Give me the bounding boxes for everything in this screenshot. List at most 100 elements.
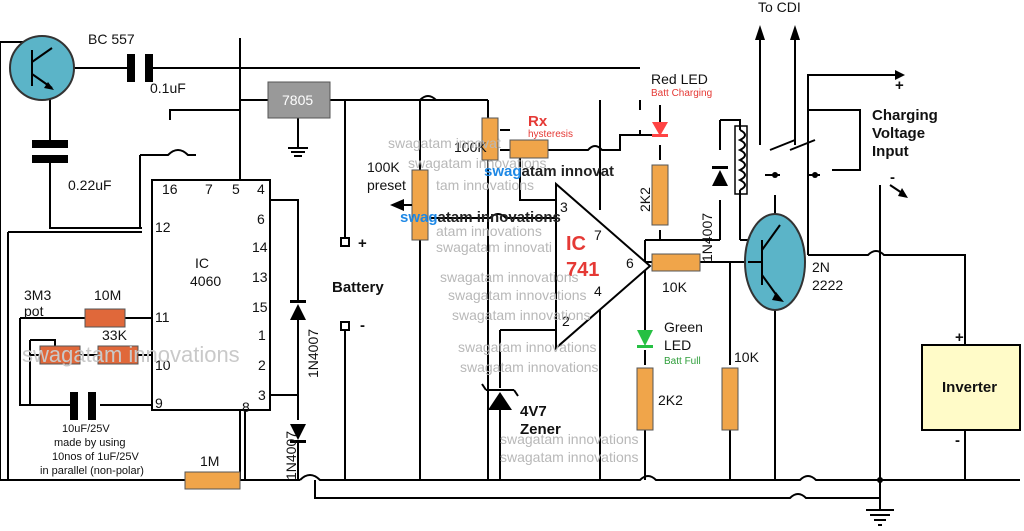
resistor-rx: Rx hysteresis xyxy=(509,113,573,159)
inverter-block: Inverter + - xyxy=(921,329,1021,449)
svg-text:4V7: 4V7 xyxy=(520,403,547,420)
svg-text:6: 6 xyxy=(257,211,265,227)
svg-text:-: - xyxy=(360,317,365,334)
svg-text:1: 1 xyxy=(258,327,266,343)
svg-text:Zener: Zener xyxy=(520,421,561,438)
svg-text:1M: 1M xyxy=(200,453,219,469)
svg-text:+: + xyxy=(955,329,964,346)
svg-text:swagatam innovations: swagatam innovations xyxy=(22,342,240,367)
svg-text:atam innovations: atam innovations xyxy=(436,223,542,239)
svg-text:Batt Charging: Batt Charging xyxy=(651,88,712,99)
ic-4060: IC 4060 16 7 5 4 12 6 14 13 11 15 1 10 2… xyxy=(151,179,271,415)
svg-text:Input: Input xyxy=(872,143,909,160)
capacitor-0-1uf: 0.1uF xyxy=(127,54,186,96)
resistor-2k2-upper: 2K2 xyxy=(637,164,669,226)
zener-4v7: 4V7 Zener xyxy=(481,383,561,480)
resistor-10k-base: 10K xyxy=(651,253,701,295)
svg-text:swagatam innovations: swagatam innovations xyxy=(408,155,547,171)
diode-1n4007-lower: 1N4007 xyxy=(283,424,306,480)
svg-text:2K2: 2K2 xyxy=(658,392,683,408)
svg-text:3: 3 xyxy=(560,199,568,215)
svg-text:-: - xyxy=(890,169,895,186)
relay: 1N4007 To CDI xyxy=(699,0,818,262)
green-led: Green LED Batt Full xyxy=(637,319,703,367)
svg-text:swagatam innovations: swagatam innovations xyxy=(460,359,599,375)
transistor-bc557: BC 557 xyxy=(9,31,135,101)
svg-text:swagatam innovat: swagatam innovat xyxy=(484,163,614,180)
svg-text:7: 7 xyxy=(594,227,602,243)
svg-text:741: 741 xyxy=(566,259,599,281)
inverter-label: Inverter xyxy=(942,379,997,396)
svg-text:hysteresis: hysteresis xyxy=(528,129,573,140)
resistor-100k: 100K xyxy=(454,117,499,161)
svg-text:10: 10 xyxy=(155,357,171,373)
svg-text:To CDI: To CDI xyxy=(758,0,801,15)
bc557-label: BC 557 xyxy=(88,31,135,47)
svg-text:10nos of 1uF/25V: 10nos of 1uF/25V xyxy=(52,451,140,463)
red-led: Red LED Batt Charging xyxy=(651,71,712,137)
svg-text:5: 5 xyxy=(232,181,240,197)
svg-text:9: 9 xyxy=(155,395,163,411)
svg-text:10K: 10K xyxy=(734,349,760,365)
svg-text:1N4007: 1N4007 xyxy=(283,431,299,480)
svg-text:12: 12 xyxy=(155,219,171,235)
svg-text:16: 16 xyxy=(162,181,178,197)
svg-text:Charging: Charging xyxy=(872,107,938,124)
svg-text:10uF/25V: 10uF/25V xyxy=(62,423,110,435)
svg-text:33K: 33K xyxy=(102,327,128,343)
svg-text:tam innovations: tam innovations xyxy=(436,177,534,193)
svg-text:swagatam innovations: swagatam innovations xyxy=(458,339,597,355)
svg-text:Red LED: Red LED xyxy=(651,71,708,87)
ground-symbol xyxy=(866,477,894,526)
svg-text:11: 11 xyxy=(155,309,170,325)
diode-1n4007-upper: 1N4007 xyxy=(290,300,321,378)
svg-text:3M3: 3M3 xyxy=(24,287,51,303)
svg-text:Green: Green xyxy=(664,319,703,335)
regulator-label: 7805 xyxy=(282,92,313,108)
opamp-ic741: IC 741 3 7 6 4 2 xyxy=(555,181,652,351)
svg-text:8: 8 xyxy=(242,399,250,415)
svg-text:13: 13 xyxy=(252,269,268,285)
resistor-10k-pulldown: 10K xyxy=(721,349,760,431)
svg-text:+: + xyxy=(358,235,367,252)
svg-text:-: - xyxy=(955,432,960,449)
svg-text:4: 4 xyxy=(594,283,602,299)
cap-0-22uf-label: 0.22uF xyxy=(68,177,112,193)
svg-text:IC: IC xyxy=(566,233,586,255)
svg-text:100K: 100K xyxy=(454,139,487,155)
svg-text:swagatam innovations: swagatam innovations xyxy=(440,269,579,285)
preset-100k: 100K preset xyxy=(367,159,429,241)
svg-text:swagatam innovations: swagatam innovations xyxy=(500,431,639,447)
svg-text:10M: 10M xyxy=(94,287,121,303)
svg-text:swagatam innovations: swagatam innovations xyxy=(400,209,561,226)
svg-text:swagatam innovations: swagatam innovations xyxy=(448,287,587,303)
svg-text:2: 2 xyxy=(562,313,570,329)
svg-text:1N4007: 1N4007 xyxy=(699,213,715,262)
svg-text:100K: 100K xyxy=(367,159,400,175)
svg-text:made by using: made by using xyxy=(54,437,126,449)
svg-text:+: + xyxy=(895,77,904,94)
svg-text:in parallel (non-polar): in parallel (non-polar) xyxy=(40,465,144,477)
timing-network: 3M3 pot 10M 33K 10uF/25V made by using 1… xyxy=(24,287,241,490)
svg-text:7: 7 xyxy=(205,181,213,197)
svg-text:Voltage: Voltage xyxy=(872,125,925,142)
svg-text:2K2: 2K2 xyxy=(637,187,653,212)
svg-text:LED: LED xyxy=(664,337,691,353)
svg-text:2N: 2N xyxy=(812,259,830,275)
svg-text:Battery: Battery xyxy=(332,279,384,296)
capacitor-0-22uf: 0.22uF xyxy=(32,140,112,193)
svg-text:Rx: Rx xyxy=(528,113,548,130)
cap-0-1uf-label: 0.1uF xyxy=(150,80,186,96)
svg-text:preset: preset xyxy=(367,177,406,193)
transistor-2n2222: 2N 2222 xyxy=(744,213,843,311)
svg-text:pot: pot xyxy=(24,303,44,319)
watermarks: swagatam innovations swagatam innovat sw… xyxy=(22,135,639,465)
svg-text:2: 2 xyxy=(258,357,266,373)
svg-text:2222: 2222 xyxy=(812,277,843,293)
resistor-2k2-lower: 2K2 xyxy=(636,367,683,431)
svg-text:10K: 10K xyxy=(662,279,688,295)
svg-text:14: 14 xyxy=(252,239,268,255)
svg-text:swagatam innovati: swagatam innovati xyxy=(436,239,552,255)
